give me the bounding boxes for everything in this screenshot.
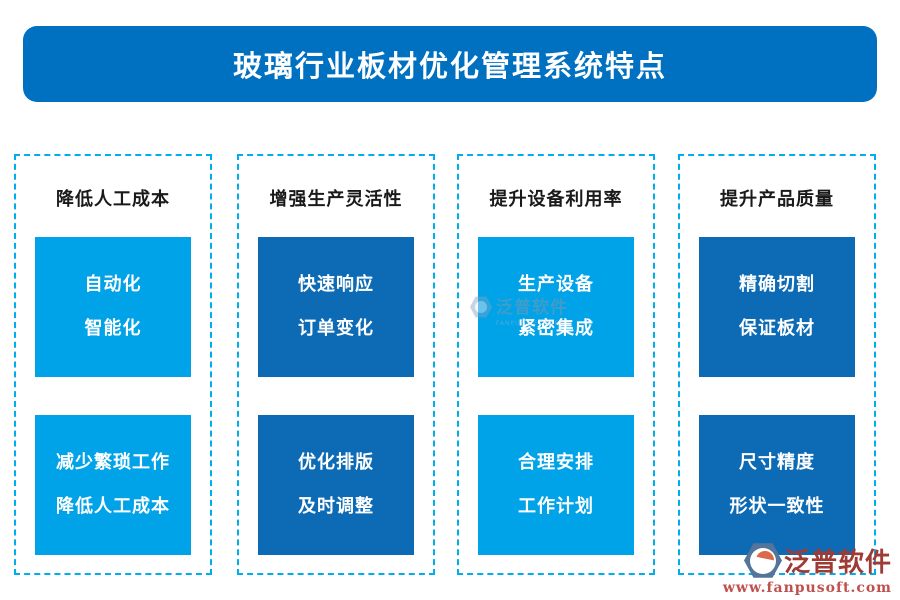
feature-box-line: 减少繁琐工作 bbox=[56, 452, 170, 473]
brand-url: www.fanpusoft.com bbox=[722, 580, 892, 596]
feature-box-line: 保证板材 bbox=[739, 318, 815, 339]
feature-box-line: 尺寸精度 bbox=[739, 452, 815, 473]
feature-column-production-flexibility: 增强生产灵活性 快速响应 订单变化 优化排版 及时调整 bbox=[237, 154, 435, 575]
feature-box: 快速响应 订单变化 bbox=[258, 237, 414, 377]
feature-box: 生产设备 紧密集成 bbox=[478, 237, 634, 377]
column-title: 降低人工成本 bbox=[56, 189, 170, 210]
title-banner: 玻璃行业板材优化管理系统特点 bbox=[23, 26, 877, 102]
feature-box-line: 智能化 bbox=[84, 318, 142, 339]
feature-box: 优化排版 及时调整 bbox=[258, 415, 414, 555]
feature-box-line: 优化排版 bbox=[298, 452, 374, 473]
feature-box-line: 自动化 bbox=[84, 274, 142, 295]
feature-box-line: 形状一致性 bbox=[729, 496, 825, 517]
fanpu-logo-icon bbox=[743, 543, 782, 578]
feature-box-line: 生产设备 bbox=[518, 274, 594, 295]
feature-box-line: 工作计划 bbox=[518, 496, 594, 517]
column-title: 增强生产灵活性 bbox=[269, 189, 403, 210]
feature-box-line: 降低人工成本 bbox=[56, 496, 170, 517]
column-title: 提升设备利用率 bbox=[489, 189, 623, 210]
brand-name: 泛普软件 bbox=[783, 548, 892, 578]
page-title: 玻璃行业板材优化管理系统特点 bbox=[232, 49, 667, 83]
feature-box-line: 及时调整 bbox=[298, 496, 374, 517]
feature-box: 自动化 智能化 bbox=[35, 237, 191, 377]
feature-box-line: 订单变化 bbox=[298, 318, 374, 339]
feature-column-reduce-labor-cost: 降低人工成本 自动化 智能化 减少繁琐工作 降低人工成本 bbox=[14, 154, 212, 575]
feature-box: 尺寸精度 形状一致性 bbox=[699, 415, 855, 555]
feature-box: 精确切割 保证板材 bbox=[699, 237, 855, 377]
feature-box-line: 精确切割 bbox=[739, 274, 815, 295]
feature-box: 减少繁琐工作 降低人工成本 bbox=[35, 415, 191, 555]
feature-column-product-quality: 提升产品质量 精确切割 保证板材 尺寸精度 形状一致性 bbox=[678, 154, 876, 575]
feature-box-line: 合理安排 bbox=[518, 452, 594, 473]
feature-box: 合理安排 工作计划 bbox=[478, 415, 634, 555]
feature-column-equipment-utilization: 提升设备利用率 生产设备 紧密集成 合理安排 工作计划 bbox=[457, 154, 655, 575]
feature-box-line: 紧密集成 bbox=[518, 318, 594, 339]
column-title: 提升产品质量 bbox=[720, 189, 834, 210]
brand-logo: 泛普软件 www.fanpusoft.com bbox=[723, 542, 892, 596]
feature-box-line: 快速响应 bbox=[298, 274, 374, 295]
